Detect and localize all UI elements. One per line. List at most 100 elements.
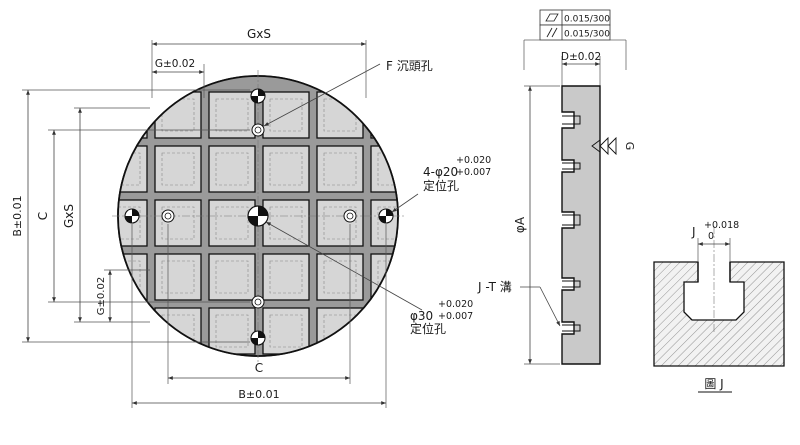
dim-c-bottom: C bbox=[167, 224, 351, 384]
grid-cell bbox=[262, 91, 310, 139]
grid-cell bbox=[370, 91, 398, 139]
grid-cell-recess bbox=[323, 206, 357, 240]
grid-cell bbox=[154, 199, 202, 247]
grid-cell-recess bbox=[378, 369, 410, 401]
grid-cell-recess bbox=[215, 152, 249, 186]
dim-d-label: D±0.02 bbox=[561, 51, 601, 63]
counterbore-holes bbox=[161, 123, 357, 309]
dim-b-bottom-label: B±0.01 bbox=[238, 388, 279, 401]
dim-b-left: B±0.01 bbox=[11, 89, 250, 343]
grid-cell-recess bbox=[215, 206, 249, 240]
detail-j-view: J +0.018 0 圖 J bbox=[653, 220, 785, 393]
grid-cell-recess bbox=[269, 314, 303, 348]
grid-cell bbox=[101, 362, 147, 408]
grid-cell-recess bbox=[269, 260, 303, 294]
locating-hole-left bbox=[124, 208, 140, 224]
datum-g-label: G bbox=[623, 142, 636, 151]
label-jt: J -T 溝 bbox=[477, 280, 512, 294]
label-locate-big-tol-lo: +0.007 bbox=[438, 311, 473, 322]
t-slot-details bbox=[562, 115, 581, 332]
grid-cell bbox=[154, 145, 202, 193]
label-locate-small-1: 4-φ20 bbox=[423, 165, 458, 179]
leader-locate-big: +0.020 φ30 +0.007 定位孔 bbox=[265, 221, 473, 336]
label-locate-small-2: 定位孔 bbox=[423, 178, 459, 193]
locating-hole-top bbox=[250, 88, 266, 104]
dim-j-tol-up: +0.018 bbox=[704, 220, 739, 231]
label-locate-big-tol-up: +0.020 bbox=[438, 299, 473, 310]
grid-cell-recess bbox=[118, 206, 141, 240]
detail-section-hatch bbox=[653, 261, 785, 367]
dim-phi-a-label: φA bbox=[513, 216, 527, 233]
tolerance-frame: 0.015/300 0.015/300 bbox=[523, 9, 627, 70]
label-locate-small-tol-up: +0.020 bbox=[456, 155, 491, 166]
grid-cell bbox=[262, 145, 310, 193]
center-locating-hole bbox=[247, 205, 269, 227]
dim-g-left: G±0.02 bbox=[96, 269, 150, 322]
grid-cell-recess bbox=[377, 98, 398, 132]
locating-hole-right bbox=[378, 208, 394, 224]
tol-flat-value: 0.015/300 bbox=[564, 15, 610, 25]
grid-cell-recess bbox=[215, 260, 249, 294]
leader-locate-small: +0.020 4-φ20 +0.007 定位孔 bbox=[391, 155, 491, 213]
dim-c-bottom-label: C bbox=[255, 361, 263, 375]
flatness-icon bbox=[545, 13, 559, 22]
grid-cell-recess bbox=[323, 152, 357, 186]
dim-b-left-label: B±0.01 bbox=[11, 195, 24, 236]
grid-cell bbox=[263, 362, 309, 408]
grid-cell bbox=[209, 362, 255, 408]
grid-cell-recess bbox=[377, 206, 398, 240]
dim-gxs-left-label: GxS bbox=[62, 204, 76, 228]
dim-j: J +0.018 0 bbox=[691, 220, 739, 262]
grid-cell-recess bbox=[269, 152, 303, 186]
label-locate-big-1: φ30 bbox=[410, 309, 433, 323]
label-locate-big-2: 定位孔 bbox=[410, 321, 446, 336]
grid-cell bbox=[316, 253, 364, 301]
label-f: F 沉頭孔 bbox=[386, 59, 433, 73]
grid-cell-recess bbox=[108, 369, 140, 401]
side-view: 0.015/300 0.015/300 D±0.02 bbox=[477, 9, 636, 365]
dim-j-label: J bbox=[691, 225, 696, 239]
dim-j-tol-lo: 0 bbox=[708, 231, 714, 242]
dim-gxs-top-label: GxS bbox=[247, 27, 271, 41]
grid-cell-recess bbox=[161, 260, 195, 294]
dim-gxs-top: GxS bbox=[151, 27, 367, 98]
dim-c-left-label: C bbox=[36, 212, 50, 220]
grid-cell bbox=[118, 91, 148, 139]
tol-parallel-value: 0.015/300 bbox=[564, 30, 610, 40]
parallelism-icon bbox=[546, 27, 558, 38]
leader-f: F 沉頭孔 bbox=[263, 59, 433, 127]
grid-cell-recess bbox=[118, 98, 141, 132]
dim-g-top: G±0.02 bbox=[152, 58, 205, 98]
grid-cell bbox=[208, 307, 256, 355]
grid-cell bbox=[208, 253, 256, 301]
side-plate-profile bbox=[561, 85, 601, 365]
grid-cell bbox=[208, 145, 256, 193]
grid-cell-recess bbox=[161, 152, 195, 186]
dim-d: D±0.02 bbox=[561, 51, 601, 86]
grid-cell bbox=[317, 362, 363, 408]
dim-gxs-left: GxS bbox=[62, 107, 150, 323]
grid-cell bbox=[208, 199, 256, 247]
grid-cell bbox=[154, 253, 202, 301]
grid-cell bbox=[155, 362, 201, 408]
detail-caption: 圖 J bbox=[704, 377, 723, 391]
grid-cell-recess bbox=[215, 314, 249, 348]
dim-b-bottom: B±0.01 bbox=[131, 224, 387, 408]
grid-cell bbox=[316, 199, 364, 247]
leader-jt: J -T 溝 bbox=[477, 280, 561, 327]
grid-cell-recess bbox=[162, 369, 194, 401]
grid-cell bbox=[262, 307, 310, 355]
grid-cell bbox=[118, 307, 148, 355]
grid-cell-recess bbox=[377, 314, 398, 348]
grid-cell-recess bbox=[161, 206, 195, 240]
grid-cell-recess bbox=[215, 98, 249, 132]
grid-cell bbox=[316, 145, 364, 193]
dim-g-left-label: G±0.02 bbox=[96, 277, 107, 315]
dim-phi-a: φA bbox=[513, 85, 560, 365]
grid-cell-recess bbox=[323, 260, 357, 294]
grid-cell bbox=[262, 253, 310, 301]
front-view: GxS G±0.02 F 沉頭孔 +0.020 4-φ20 +0.007 定位孔… bbox=[11, 27, 491, 408]
dim-g-top-label: G±0.02 bbox=[155, 58, 195, 70]
